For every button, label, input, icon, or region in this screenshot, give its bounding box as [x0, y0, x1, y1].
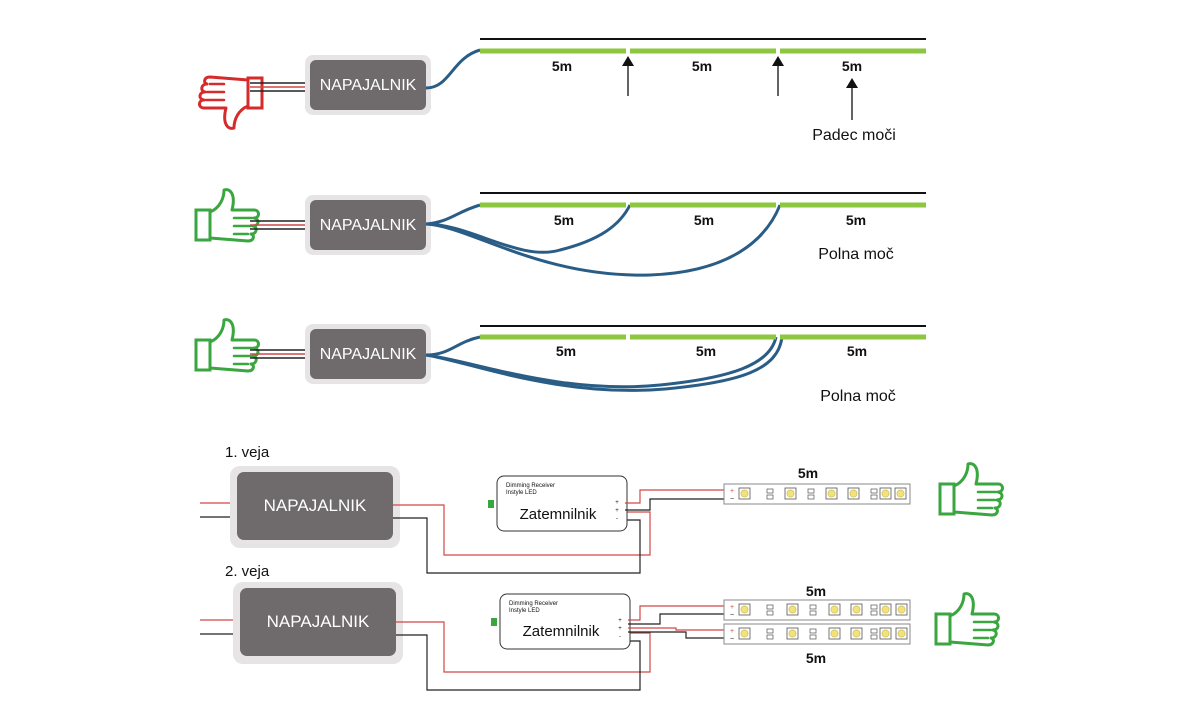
- branch-2: 2. veja NAPAJALNIK Dimming Receiver Inst…: [200, 563, 1000, 691]
- note-label: Polna moč: [820, 388, 896, 405]
- segment-length: 5m: [842, 58, 862, 74]
- segment-length: 5m: [846, 212, 866, 228]
- output-wire: [625, 498, 728, 511]
- strip-length: 5m: [806, 583, 826, 599]
- led-strip: + −: [723, 483, 911, 505]
- connector-icon: [488, 500, 494, 508]
- diagram-1: NAPAJALNIK 5m 5m 5m Padec moči: [198, 38, 926, 144]
- dimmer-label: Zatemnilnik: [520, 506, 597, 523]
- svg-text:+: +: [615, 500, 619, 506]
- psu-label: NAPAJALNIK: [267, 612, 370, 631]
- feed-cable: [425, 48, 481, 90]
- feed-cable: [425, 336, 784, 392]
- receiver-subtitle: Instyle LED: [506, 490, 537, 496]
- branch-1: 1. veja NAPAJALNIK Dimming Receiver Inst…: [200, 444, 1004, 574]
- svg-text:+: +: [730, 488, 734, 495]
- psu-label: NAPAJALNIK: [320, 217, 417, 234]
- psu-label: NAPAJALNIK: [264, 496, 367, 515]
- dimmer-label: Zatemnilnik: [523, 623, 600, 640]
- output-wire: [628, 631, 728, 639]
- note-label: Padec moči: [812, 127, 896, 144]
- thumb-up-icon: [934, 592, 1000, 647]
- dimmer-receiver: Dimming Receiver Instyle LED Zatemnilnik…: [488, 475, 628, 532]
- output-wire: [393, 517, 641, 574]
- segment-length: 5m: [847, 343, 867, 359]
- output-wire: [628, 613, 728, 625]
- svg-text:+: +: [615, 508, 619, 514]
- output-wire: [628, 627, 728, 631]
- strip-length: 5m: [798, 465, 818, 481]
- diagram-2: NAPAJALNIK 5m 5m 5m Polna moč: [194, 188, 926, 277]
- svg-text:−: −: [730, 612, 734, 619]
- strip-length: 5m: [806, 650, 826, 666]
- connector-icon: [491, 618, 497, 626]
- feed-cable: [425, 335, 481, 357]
- power-supply: NAPAJALNIK: [233, 582, 403, 664]
- segment-length: 5m: [692, 58, 712, 74]
- arrow-icon: [846, 78, 858, 120]
- svg-text:+: +: [730, 604, 734, 611]
- feed-cable: [425, 204, 782, 277]
- segment-length: 5m: [696, 343, 716, 359]
- segment-length: 5m: [552, 58, 572, 74]
- receiver-subtitle: Instyle LED: [509, 608, 540, 614]
- output-wire: [393, 504, 651, 556]
- output-wire: [625, 489, 728, 504]
- dimmer-receiver: Dimming Receiver Instyle LED Zatemnilnik…: [491, 593, 631, 650]
- power-supply: NAPAJALNIK: [230, 466, 400, 548]
- branch-label: 1. veja: [225, 444, 270, 461]
- led-strip: + −: [723, 599, 911, 621]
- output-wire: [628, 605, 728, 621]
- svg-text:+: +: [618, 626, 622, 632]
- svg-text:-: -: [616, 516, 618, 522]
- note-label: Polna moč: [818, 246, 894, 263]
- led-strip: + −: [723, 623, 911, 645]
- svg-text:-: -: [619, 634, 621, 640]
- output-wire: [396, 621, 651, 673]
- thumb-up-icon: [194, 188, 260, 243]
- thumb-up-icon: [194, 318, 260, 373]
- svg-text:−: −: [730, 496, 734, 503]
- receiver-title: Dimming Receiver: [506, 483, 555, 489]
- feed-cable: [425, 204, 632, 254]
- psu-label: NAPAJALNIK: [320, 346, 417, 363]
- feed-cable: [425, 203, 481, 226]
- diagram-3: NAPAJALNIK 5m 5m 5m Polna moč: [194, 318, 926, 405]
- thumb-down-icon: [198, 75, 264, 130]
- power-supply: NAPAJALNIK: [305, 324, 431, 384]
- svg-text:−: −: [730, 636, 734, 643]
- power-supply: NAPAJALNIK: [305, 195, 431, 255]
- psu-label: NAPAJALNIK: [320, 77, 417, 94]
- svg-text:+: +: [730, 628, 734, 635]
- thumb-up-icon: [938, 462, 1004, 517]
- power-supply: NAPAJALNIK: [305, 55, 431, 115]
- segment-length: 5m: [556, 343, 576, 359]
- receiver-title: Dimming Receiver: [509, 601, 558, 607]
- arrow-icon: [622, 56, 634, 96]
- output-wire: [396, 634, 641, 691]
- branch-label: 2. veja: [225, 563, 270, 580]
- svg-text:+: +: [618, 618, 622, 624]
- segment-length: 5m: [554, 212, 574, 228]
- segment-length: 5m: [694, 212, 714, 228]
- arrow-icon: [772, 56, 784, 96]
